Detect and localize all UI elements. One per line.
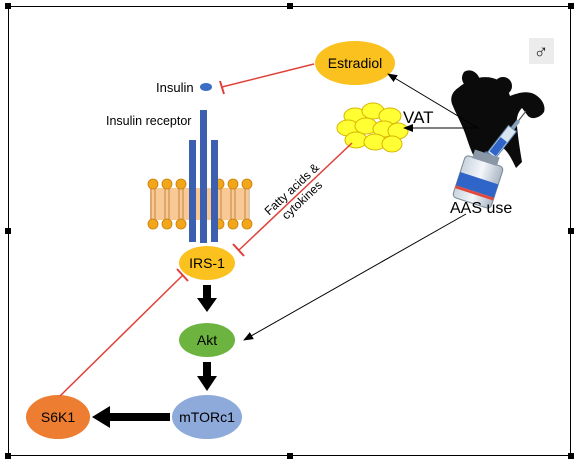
insulin-receptor-label: Insulin receptor bbox=[106, 114, 191, 128]
vial-icon bbox=[452, 149, 504, 209]
resize-handle-br[interactable] bbox=[568, 453, 574, 459]
insulin-label: Insulin bbox=[156, 80, 194, 95]
mtorc1-node bbox=[172, 395, 242, 439]
vat-adipocytes bbox=[336, 102, 409, 153]
insulin-receptor bbox=[189, 110, 218, 243]
cell-membrane bbox=[147, 178, 253, 230]
resize-handle-bl[interactable] bbox=[5, 453, 11, 459]
inhibit-bar-irs1 bbox=[232, 243, 245, 257]
male-symbol-icon: ♂ bbox=[529, 38, 554, 64]
akt-label: Akt bbox=[197, 332, 217, 348]
resize-handle-tl[interactable] bbox=[5, 3, 11, 9]
arrow-mtorc1-s6k1 bbox=[92, 406, 170, 428]
arrow-aas-akt bbox=[243, 213, 467, 341]
aas-use-label: AAS use bbox=[450, 200, 512, 217]
inhibit-bar-insulin bbox=[219, 80, 225, 95]
estradiol-node bbox=[315, 41, 395, 85]
s6k1-node bbox=[26, 395, 90, 439]
akt-node bbox=[179, 323, 235, 357]
resize-handle-bm[interactable] bbox=[287, 453, 293, 459]
resize-handle-tr[interactable] bbox=[568, 3, 574, 9]
insulin-molecule bbox=[200, 83, 212, 91]
svg-text:♂: ♂ bbox=[534, 41, 549, 63]
inhibit-s6k1-irs1 bbox=[59, 274, 184, 397]
arrow-aas-estradiol bbox=[387, 73, 479, 129]
inhibit-vat-irs1 bbox=[238, 142, 353, 251]
mtorc1-label: mTORc1 bbox=[179, 409, 235, 425]
estradiol-label: Estradiol bbox=[328, 55, 382, 71]
resize-handle-tm[interactable] bbox=[287, 3, 293, 9]
arrow-akt-mtorc1 bbox=[197, 362, 217, 391]
resize-handle-mr[interactable] bbox=[568, 228, 574, 234]
inhibit-estradiol-insulin bbox=[221, 63, 315, 88]
inhibit-bar-s6k1-irs1 bbox=[176, 268, 189, 282]
vat-label: VAT bbox=[403, 108, 434, 127]
irs1-node bbox=[179, 246, 235, 280]
bodybuilder-silhouette bbox=[451, 70, 545, 168]
s6k1-label: S6K1 bbox=[41, 409, 75, 425]
arrow-irs1-akt bbox=[197, 285, 217, 312]
resize-handle-ml[interactable] bbox=[5, 228, 11, 234]
irs1-label: IRS-1 bbox=[189, 255, 225, 271]
